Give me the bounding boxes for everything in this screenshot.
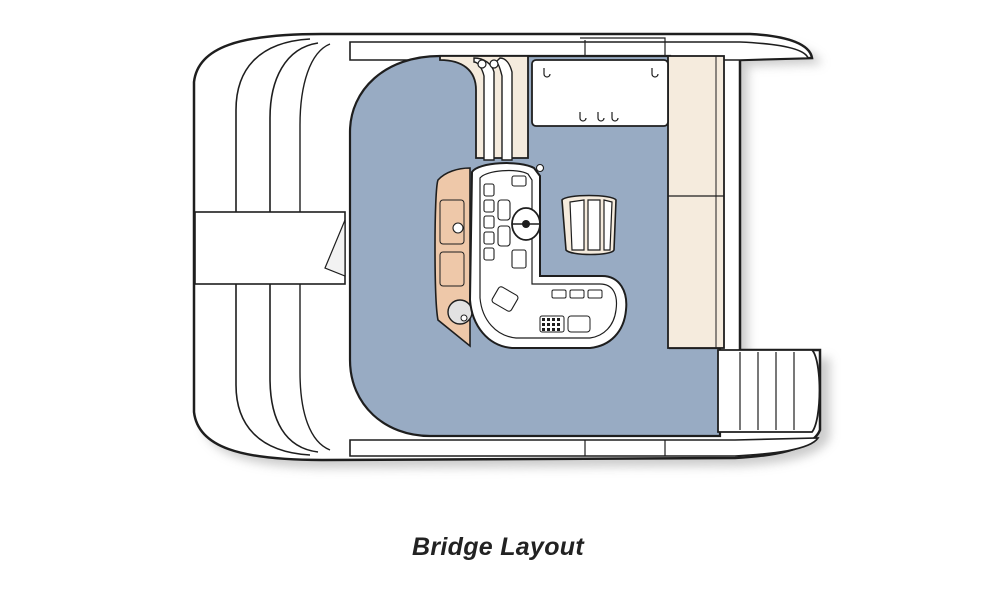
cup-holder (477, 59, 487, 69)
steering-wheel-hub (522, 220, 530, 228)
forward-table (531, 59, 669, 127)
bottom-rail (349, 437, 820, 457)
console-knob (452, 222, 464, 234)
table-mounting-hooks (543, 68, 659, 122)
sink-basin (447, 299, 473, 325)
bow-gate (194, 211, 346, 285)
cup-holder (489, 59, 499, 69)
helm-gauge-cluster (483, 175, 527, 312)
wood-console-panel (439, 251, 465, 287)
diagram-caption: Bridge Layout (412, 533, 584, 561)
helm-console-inner-edge (479, 169, 618, 339)
helm-seat (561, 194, 617, 256)
sink-drain (460, 314, 468, 322)
starboard-bench-seat (667, 55, 725, 349)
bottom-rail-line (584, 440, 666, 456)
keypad (542, 318, 560, 331)
rear-swim-step (717, 349, 821, 433)
throttle-knob (535, 163, 545, 173)
bow-gate-hinge (324, 219, 346, 277)
swim-step-slats (739, 352, 795, 430)
wood-console-panel (439, 199, 465, 245)
